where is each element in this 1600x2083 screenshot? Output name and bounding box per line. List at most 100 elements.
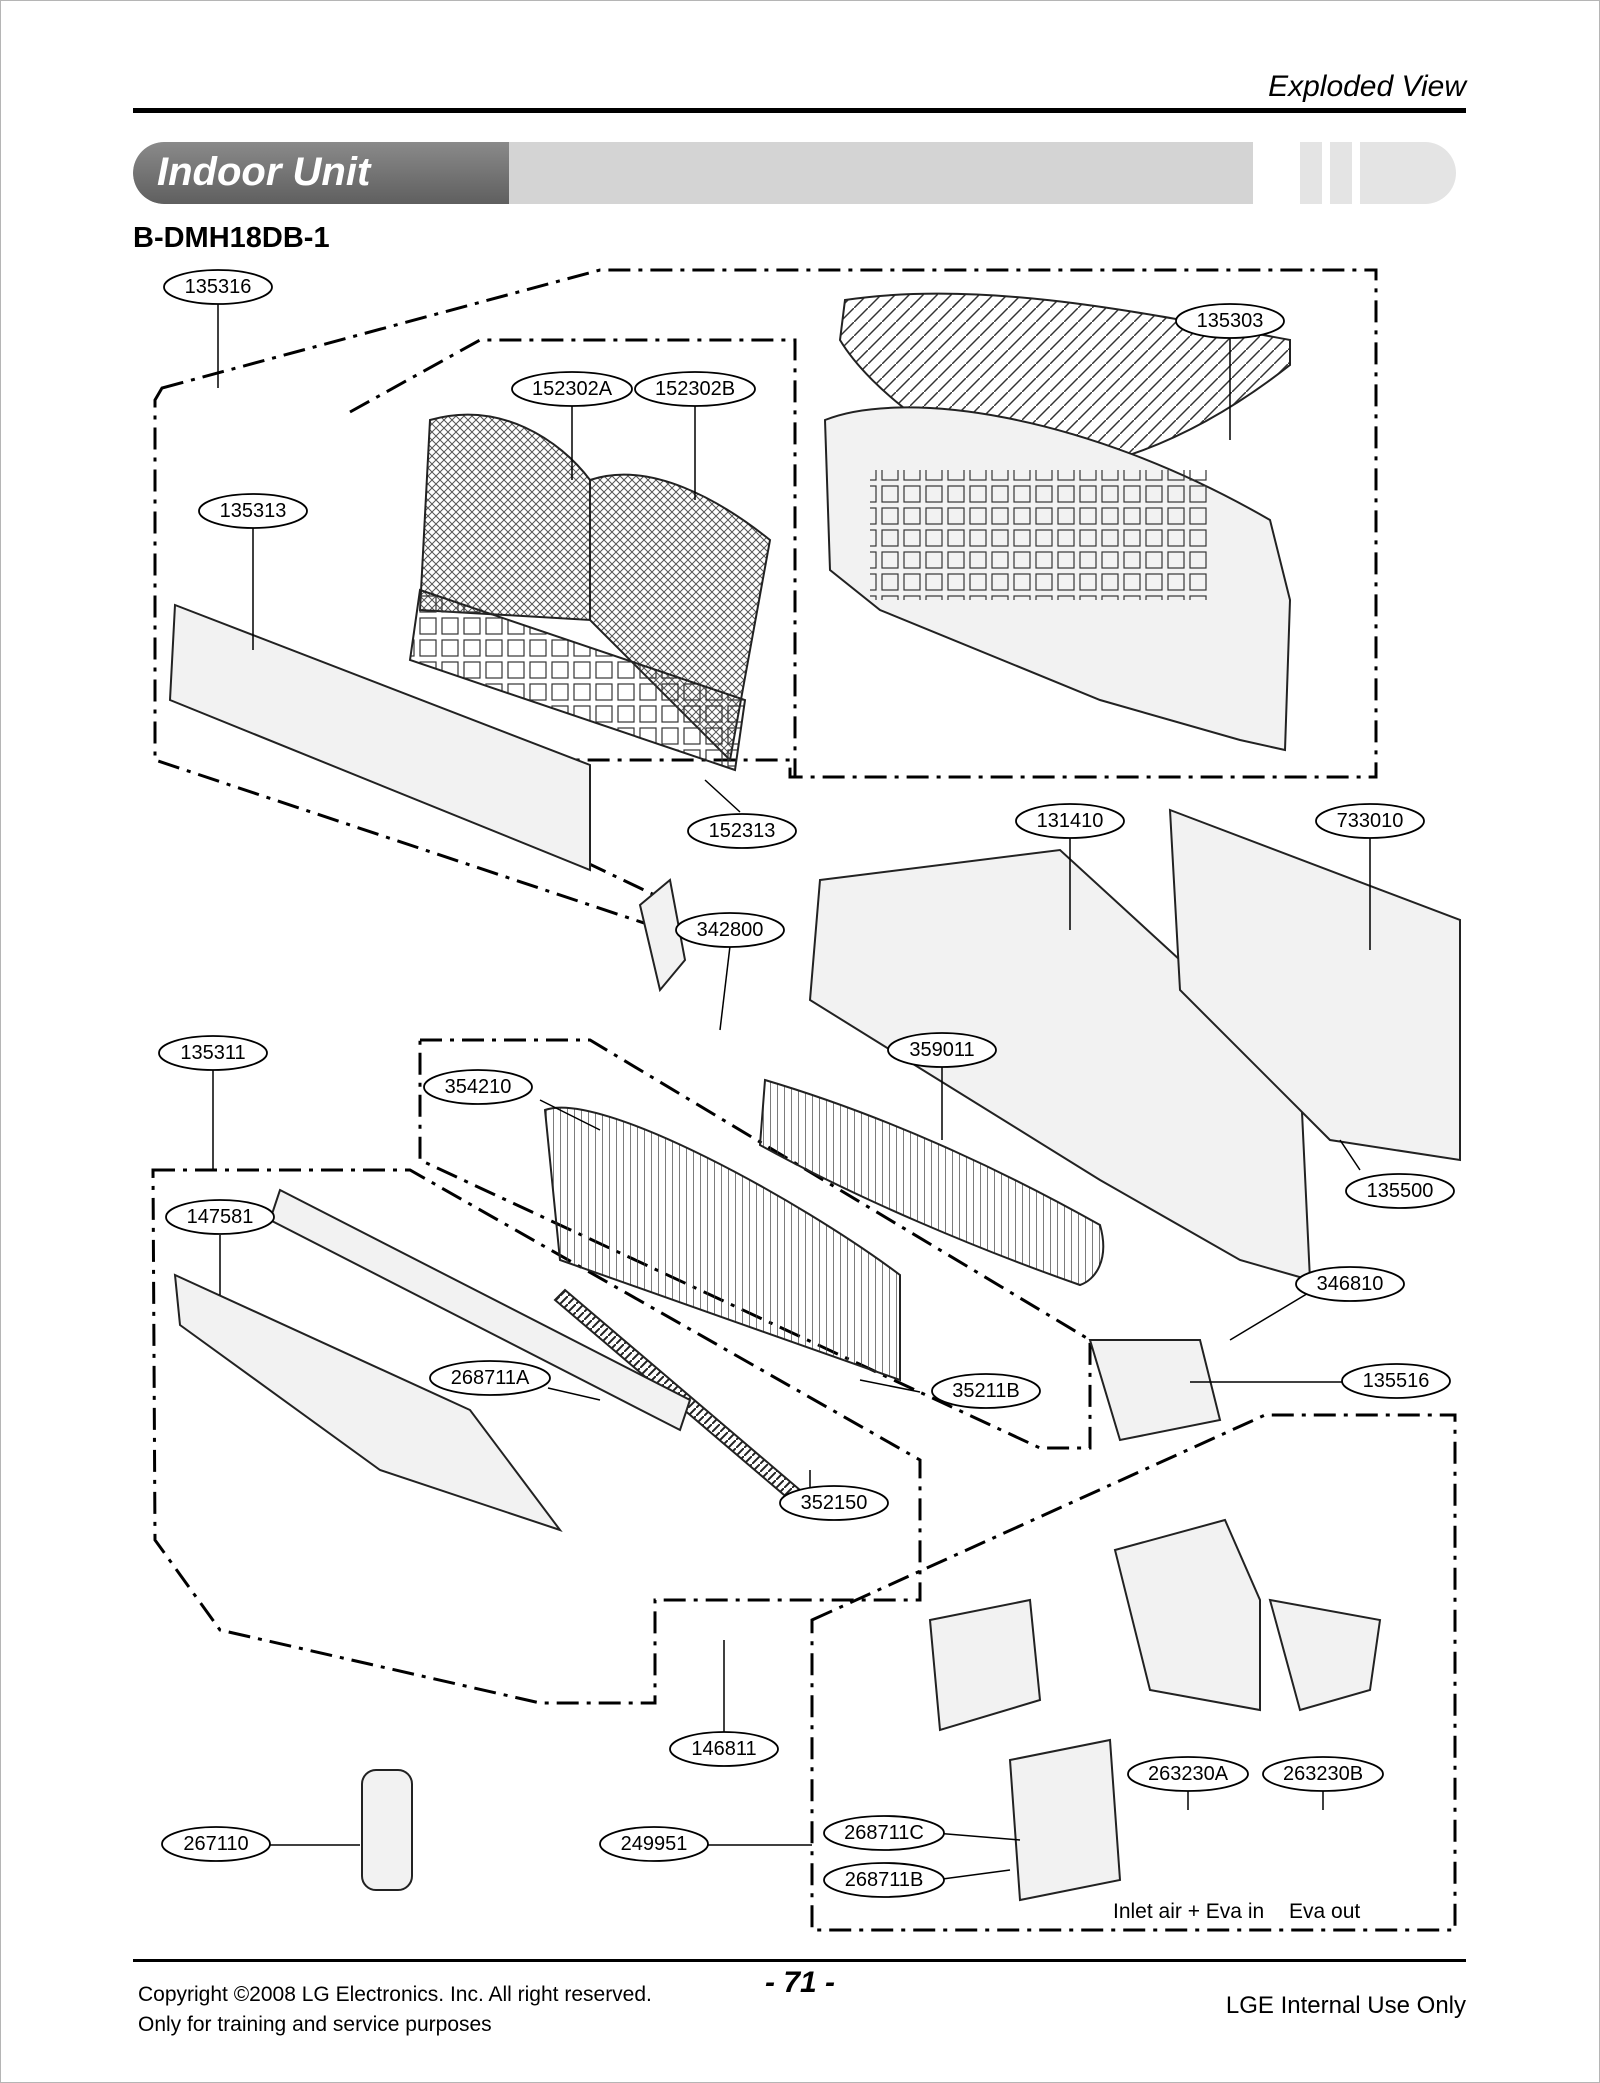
note-inlet: Inlet air + Eva in [1113,1900,1264,1923]
callout-oval [669,1731,779,1767]
section-banner: Indoor Unit [133,142,1253,204]
callout-oval [887,1032,997,1068]
callout-152313: 152313 [709,820,776,842]
callout-152302b: 152302B [655,378,735,400]
callout-733010: 733010 [1337,810,1404,832]
callout-oval [687,813,797,849]
leader-line [719,945,731,1031]
callout-oval [1175,303,1285,339]
callout-135516: 135516 [1363,1370,1430,1392]
copyright-line-1: Copyright ©2008 LG Electronics. Inc. All… [138,1983,652,2006]
callout-135313: 135313 [220,500,287,522]
banner-title: Indoor Unit [157,150,371,194]
callout-oval [161,1826,271,1862]
callout-352150: 352150 [801,1492,868,1514]
chassis-vents-part [870,470,1210,600]
callout-oval [823,1815,945,1851]
leader-line [1229,1285,1321,1341]
cross-fan-part [758,1078,1105,1287]
leader-line [547,1387,601,1401]
louver-part [268,1188,692,1432]
air-filter-right-part [589,473,772,763]
callout-354210: 354210 [445,1076,512,1098]
installation-plate-part [1168,808,1461,1162]
bracket-part [638,878,687,993]
callout-oval [1127,1756,1249,1792]
callout-oval [779,1485,889,1521]
air-filter-left-part [418,413,591,622]
callout-oval [1015,803,1125,839]
copyright: Copyright ©2008 LG Electronics. Inc. All… [138,1980,652,2040]
callout-135500: 135500 [1367,1180,1434,1202]
leader-line [704,779,741,813]
pcb-part [1008,1738,1122,1902]
callout-35211b: 35211B [952,1380,1019,1402]
terminal-part [1268,1598,1382,1712]
callout-oval [1345,1173,1455,1209]
leader-line [539,1099,601,1131]
lower-panel-part [173,1273,563,1532]
callout-oval [511,371,633,407]
callout-359011: 359011 [909,1039,974,1061]
banner-decoration [1360,142,1456,204]
callout-oval [599,1826,709,1862]
callout-342800: 342800 [697,919,764,941]
callout-263230b: 263230B [1283,1763,1363,1785]
callout-135311: 135311 [180,1042,245,1064]
motor-part [1088,1339,1222,1442]
callout-oval [165,1199,275,1235]
callout-249951: 249951 [621,1833,688,1855]
section-label: Exploded View [1268,70,1466,103]
callout-oval [1315,803,1425,839]
callout-oval [823,1862,945,1898]
filter-frame-part [408,588,747,772]
callout-135303: 135303 [1197,310,1264,332]
callout-oval [158,1035,268,1071]
header-rule [133,108,1466,113]
callout-147581: 147581 [187,1206,254,1228]
callout-oval [634,371,756,407]
page-number: - 71 - [765,1966,836,1999]
callout-135316: 135316 [185,276,252,298]
group-boundary-panel [151,1168,922,1705]
control-box-part [1113,1518,1261,1712]
internal-use-label: LGE Internal Use Only [1225,1992,1466,2019]
group-boundary-evap [418,1038,1092,1450]
rear-chassis-part [808,848,1312,1282]
callout-oval [675,912,785,948]
copyright-line-2: Only for training and service purposes [138,2013,492,2036]
front-panel-part [168,603,591,872]
leader-line [934,1869,1011,1881]
callout-267110: 267110 [183,1833,248,1855]
note-outlet: Eva out [1289,1900,1360,1923]
callout-263230a: 263230A [1148,1763,1229,1785]
callout-152302a: 152302A [532,378,613,400]
model-number: B-DMH18DB-1 [133,222,330,254]
evaporator-part [543,1106,901,1382]
banner-decoration [1300,142,1322,204]
callout-131410: 131410 [1037,810,1104,832]
callout-oval [1262,1756,1384,1792]
callout-oval [1341,1363,1451,1399]
callout-268711a: 268711A [451,1367,530,1389]
callout-346810: 346810 [1317,1273,1384,1295]
remote-control-part [361,1769,413,1891]
callout-oval [429,1360,551,1396]
callout-oval [1295,1266,1405,1302]
leader-line [934,1832,1021,1841]
group-boundary-filters [349,338,797,777]
callout-oval [198,493,308,529]
callout-268711b: 268711B [845,1869,924,1891]
footer-rule [133,1959,1466,1962]
leader-line [859,1379,921,1393]
banner-title-bg: Indoor Unit [133,142,509,204]
callout-oval [163,269,273,305]
callout-oval [931,1373,1041,1409]
callout-146811: 146811 [691,1738,756,1760]
pcb-cover-part [928,1598,1042,1732]
callout-268711c: 268711C [844,1822,924,1844]
callout-oval [423,1069,533,1105]
leader-line [1339,1139,1361,1171]
group-boundary-control [810,1413,1457,1932]
